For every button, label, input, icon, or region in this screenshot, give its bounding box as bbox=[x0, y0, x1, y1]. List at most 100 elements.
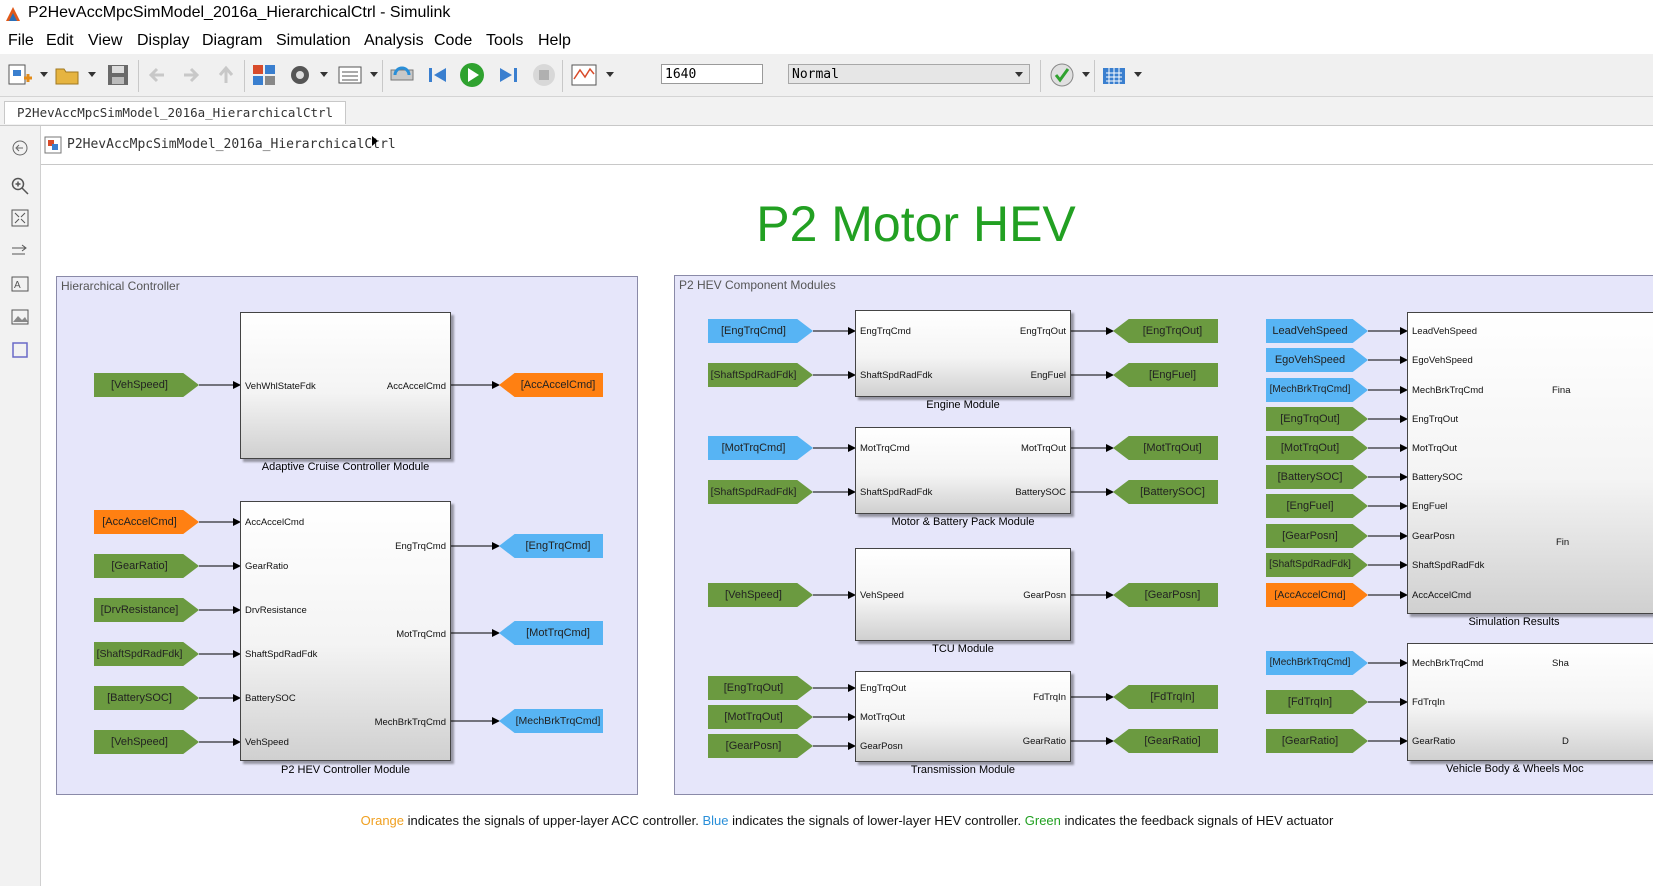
menu-code[interactable]: Code bbox=[434, 32, 473, 49]
scope-dropdown[interactable] bbox=[606, 72, 614, 77]
menu-edit[interactable]: Edit bbox=[46, 32, 74, 49]
from-tag[interactable]: [EngTrqOut] bbox=[708, 676, 813, 700]
toolbar-separator bbox=[1094, 60, 1095, 92]
block-tcu[interactable]: VehSpeed GearPosn bbox=[855, 548, 1071, 641]
from-tag[interactable]: [GearPosn] bbox=[1266, 524, 1368, 548]
model-explorer-icon[interactable] bbox=[336, 62, 364, 88]
up-icon[interactable] bbox=[212, 62, 240, 88]
block-vehicle-body-wheels[interactable]: MechBrkTrqCmd FdTrqIn GearRatio Sha D bbox=[1407, 643, 1653, 761]
annotation-icon[interactable]: A bbox=[10, 274, 30, 294]
goto-tag[interactable]: [MotTrqOut] bbox=[1113, 436, 1218, 460]
config-dropdown[interactable] bbox=[320, 72, 328, 77]
menu-analysis[interactable]: Analysis bbox=[364, 32, 424, 49]
breadcrumb-path[interactable]: P2HevAccMpcSimModel_2016a_HierarchicalCt… bbox=[67, 137, 396, 152]
menu-file[interactable]: File bbox=[8, 32, 34, 49]
from-tag[interactable]: [BatterySOC] bbox=[1266, 465, 1368, 489]
from-tag[interactable]: [MechBrkTrqCmd] bbox=[1266, 651, 1368, 675]
goto-tag[interactable]: [FdTrqIn] bbox=[1113, 685, 1218, 709]
from-tag[interactable]: [VehSpeed] bbox=[94, 730, 199, 754]
from-tag[interactable]: [BatterySOC] bbox=[94, 686, 199, 710]
simulation-mode-select[interactable]: Normal bbox=[788, 64, 1030, 84]
from-tag[interactable]: [MotTrqCmd] bbox=[708, 436, 813, 460]
goto-tag[interactable]: [GearRatio] bbox=[1113, 729, 1218, 753]
menu-display[interactable]: Display bbox=[137, 32, 190, 49]
scope-icon[interactable] bbox=[570, 62, 598, 88]
goto-tag[interactable]: [GearPosn] bbox=[1113, 583, 1218, 607]
step-forward-icon[interactable] bbox=[494, 62, 522, 88]
menu-tools[interactable]: Tools bbox=[486, 32, 524, 49]
from-tag[interactable]: [GearPosn] bbox=[708, 734, 813, 758]
menu-view[interactable]: View bbox=[88, 32, 123, 49]
advisor-dropdown[interactable] bbox=[1082, 72, 1090, 77]
goto-tag[interactable]: [EngTrqCmd] bbox=[499, 534, 603, 558]
menu-simulation[interactable]: Simulation bbox=[276, 32, 351, 49]
from-tag[interactable]: EgoVehSpeed bbox=[1266, 348, 1368, 372]
image-icon[interactable] bbox=[10, 307, 30, 327]
from-tag[interactable]: [FdTrqIn] bbox=[1266, 690, 1368, 714]
block-p2-hev-controller[interactable]: AccAccelCmd GearRatio DrvResistance Shaf… bbox=[240, 501, 451, 761]
stop-icon[interactable] bbox=[530, 62, 558, 88]
goto-tag-label: [EngTrqCmd] bbox=[499, 534, 603, 558]
block-simulation-results[interactable]: LeadVehSpeed EgoVehSpeed MechBrkTrqCmd E… bbox=[1407, 312, 1653, 614]
update-diagram-icon[interactable] bbox=[388, 62, 416, 88]
model-config-icon[interactable] bbox=[286, 62, 314, 88]
inport-label: EngTrqOut bbox=[1412, 414, 1459, 425]
from-tag[interactable]: [DrvResistance] bbox=[94, 598, 199, 622]
goto-tag[interactable]: [AccAccelCmd] bbox=[499, 373, 603, 397]
block-name: Vehicle Body & Wheels Moc bbox=[1446, 763, 1584, 775]
block-adaptive-cruise-controller[interactable]: VehWhlStateFdk AccAccelCmd bbox=[240, 312, 451, 459]
from-tag[interactable]: [VehSpeed] bbox=[94, 373, 199, 397]
area-icon[interactable] bbox=[10, 340, 30, 360]
window-title: P2HevAccMpcSimModel_2016a_HierarchicalCt… bbox=[28, 4, 451, 21]
fit-view-icon[interactable] bbox=[10, 208, 30, 228]
new-model-dropdown[interactable] bbox=[40, 72, 48, 77]
goto-tag[interactable]: [EngFuel] bbox=[1113, 363, 1218, 387]
save-icon[interactable] bbox=[104, 62, 132, 88]
model-canvas[interactable]: P2 Motor HEV Hierarchical Controller P2 … bbox=[41, 165, 1653, 886]
back-icon[interactable] bbox=[144, 62, 172, 88]
block-motor-battery[interactable]: MotTrqCmd ShaftSpdRadFdk MotTrqOut Batte… bbox=[855, 427, 1071, 514]
build-icon[interactable] bbox=[1100, 62, 1128, 88]
model-advisor-icon[interactable] bbox=[1048, 62, 1076, 88]
chevron-right-icon[interactable] bbox=[370, 134, 380, 148]
from-tag[interactable]: [AccAccelCmd] bbox=[1266, 583, 1368, 607]
from-tag[interactable]: [ShaftSpdRadFdk] bbox=[94, 642, 199, 666]
open-dropdown[interactable] bbox=[88, 72, 96, 77]
explorer-dropdown[interactable] bbox=[370, 72, 378, 77]
goto-tag[interactable]: [EngTrqOut] bbox=[1113, 319, 1218, 343]
from-tag[interactable]: [ShaftSpdRadFdk] bbox=[1266, 553, 1368, 577]
from-tag[interactable]: [ShaftSpdRadFdk] bbox=[708, 363, 813, 387]
arrow-connect-icon[interactable] bbox=[10, 241, 30, 261]
new-model-icon[interactable] bbox=[6, 62, 34, 88]
from-tag[interactable]: [EngTrqCmd] bbox=[708, 319, 813, 343]
from-tag[interactable]: [VehSpeed] bbox=[708, 583, 813, 607]
from-tag[interactable]: LeadVehSpeed bbox=[1266, 319, 1368, 343]
goto-tag[interactable]: [MechBrkTrqCmd] bbox=[499, 709, 603, 733]
block-transmission[interactable]: EngTrqOut MotTrqOut GearPosn FdTrqIn Gea… bbox=[855, 671, 1071, 762]
run-icon[interactable] bbox=[458, 62, 486, 88]
block-engine[interactable]: EngTrqCmd ShaftSpdRadFdk EngTrqOut EngFu… bbox=[855, 310, 1071, 397]
library-browser-icon[interactable] bbox=[250, 62, 278, 88]
goto-tag-label: [AccAccelCmd] bbox=[499, 373, 603, 397]
hide-browser-icon[interactable] bbox=[10, 138, 30, 158]
from-tag[interactable]: [EngTrqOut] bbox=[1266, 407, 1368, 431]
menu-help[interactable]: Help bbox=[538, 32, 571, 49]
zoom-in-icon[interactable] bbox=[10, 176, 30, 196]
stop-time-input[interactable]: 1640 bbox=[661, 64, 763, 84]
from-tag[interactable]: [GearRatio] bbox=[1266, 729, 1368, 753]
goto-tag[interactable]: [BatterySOC] bbox=[1113, 480, 1218, 504]
from-tag[interactable]: [MechBrkTrqCmd] bbox=[1266, 378, 1368, 402]
step-back-icon[interactable] bbox=[424, 62, 452, 88]
forward-icon[interactable] bbox=[176, 62, 204, 88]
from-tag[interactable]: [ShaftSpdRadFdk] bbox=[708, 480, 813, 504]
from-tag[interactable]: [AccAccelCmd] bbox=[94, 510, 199, 534]
tab-model[interactable]: P2HevAccMpcSimModel_2016a_HierarchicalCt… bbox=[4, 101, 347, 124]
from-tag[interactable]: [EngFuel] bbox=[1266, 494, 1368, 518]
goto-tag[interactable]: [MotTrqCmd] bbox=[499, 621, 603, 645]
build-dropdown[interactable] bbox=[1134, 72, 1142, 77]
from-tag[interactable]: [MotTrqOut] bbox=[708, 705, 813, 729]
menu-diagram[interactable]: Diagram bbox=[202, 32, 263, 49]
from-tag[interactable]: [MotTrqOut] bbox=[1266, 436, 1368, 460]
open-icon[interactable] bbox=[54, 62, 82, 88]
from-tag[interactable]: [GearRatio] bbox=[94, 554, 199, 578]
